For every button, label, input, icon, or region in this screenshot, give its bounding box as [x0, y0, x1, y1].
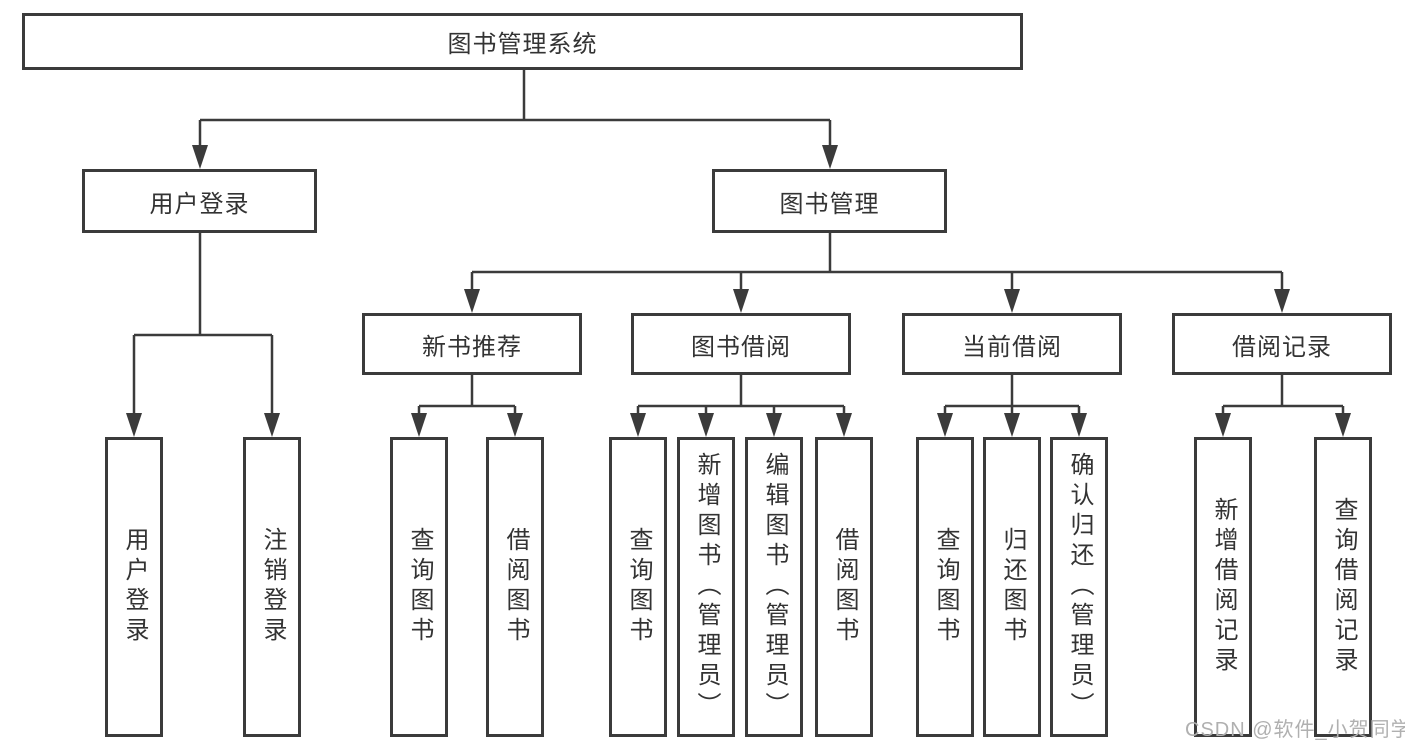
leaf-label: 编辑图书（管理员）: [761, 452, 788, 722]
watermark: CSDN @软件_小贺同学: [1185, 719, 1405, 741]
leaf-label: 注销登录: [259, 527, 286, 647]
leaf-logout: 注销登录: [243, 437, 301, 737]
leaf-records-add-borrow-record: 新增借阅记录: [1194, 437, 1252, 737]
leaf-label: 查询图书: [625, 527, 652, 647]
node-new-book-recommend: 新书推荐: [362, 313, 582, 375]
leaf-current-confirm-return-admin: 确认归还（管理员）: [1050, 437, 1108, 737]
leaf-current-return-books: 归还图书: [983, 437, 1041, 737]
leaf-borrowing-query-books: 查询图书: [609, 437, 667, 737]
leaf-label: 查询图书: [406, 527, 433, 647]
node-book-borrowing: 图书借阅: [631, 313, 851, 375]
leaf-label: 确认归还（管理员）: [1066, 452, 1093, 722]
leaf-label: 用户登录: [121, 527, 148, 647]
node-label: 图书管理系统: [447, 31, 598, 58]
leaf-label: 借阅图书: [502, 527, 529, 647]
node-label: 新书推荐: [422, 333, 522, 361]
node-label: 当前借阅: [962, 333, 1062, 361]
leaf-label: 归还图书: [999, 527, 1026, 647]
leaf-user-login: 用户登录: [105, 437, 163, 737]
leaf-borrowing-add-book-admin: 新增图书（管理员）: [677, 437, 735, 737]
node-label: 图书管理: [779, 190, 880, 218]
leaf-label: 新增借阅记录: [1210, 497, 1237, 677]
leaf-label: 查询借阅记录: [1330, 497, 1357, 677]
leaf-recommend-query-books: 查询图书: [390, 437, 448, 737]
node-label: 用户登录: [149, 190, 250, 218]
node-label: 借阅记录: [1232, 333, 1332, 361]
node-borrowing-records: 借阅记录: [1172, 313, 1392, 375]
node-user-login: 用户登录: [82, 169, 317, 233]
leaf-borrowing-borrow-books: 借阅图书: [815, 437, 873, 737]
leaf-label: 借阅图书: [831, 527, 858, 647]
node-library-management-system: 图书管理系统: [22, 13, 1023, 70]
leaf-recommend-borrow-books: 借阅图书: [486, 437, 544, 737]
leaf-borrowing-edit-book-admin: 编辑图书（管理员）: [745, 437, 803, 737]
leaf-records-query-borrow-record: 查询借阅记录: [1314, 437, 1372, 737]
leaf-label: 新增图书（管理员）: [693, 452, 720, 722]
node-book-management: 图书管理: [712, 169, 947, 233]
leaf-current-query-books: 查询图书: [916, 437, 974, 737]
leaf-label: 查询图书: [932, 527, 959, 647]
node-current-borrowing: 当前借阅: [902, 313, 1122, 375]
node-label: 图书借阅: [691, 333, 791, 361]
